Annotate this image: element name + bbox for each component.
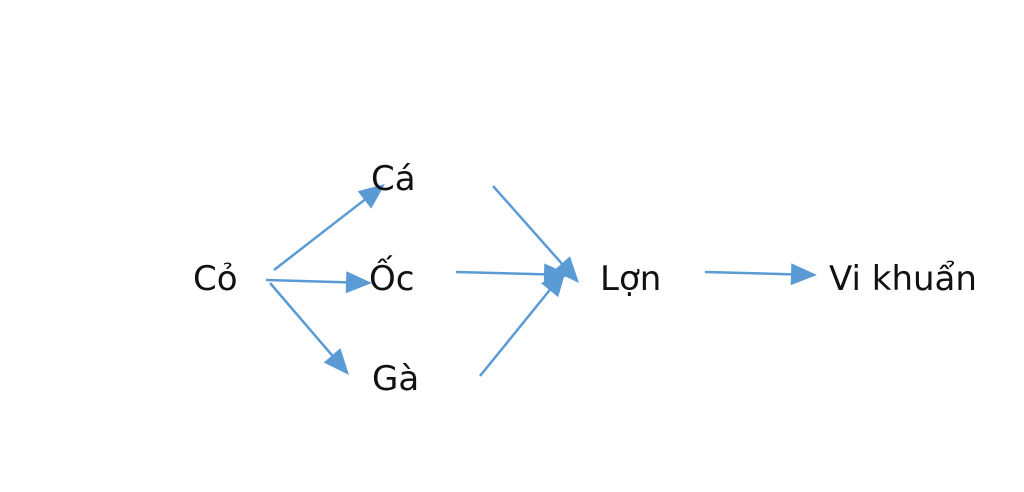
arrow-co-ca-head	[357, 184, 385, 209]
node-co: Cỏ	[193, 259, 238, 299]
arrow-ca-lon	[492, 185, 579, 283]
arrow-ga-lon	[479, 270, 566, 377]
arrow-co-ga-head	[323, 348, 349, 375]
node-oc: Ốc	[369, 259, 415, 299]
arrow-lon-vk	[704, 263, 817, 286]
node-lon: Lợn	[600, 259, 662, 299]
node-ga: Gà	[372, 359, 420, 399]
arrow-co-ca-shaft	[273, 197, 367, 271]
arrow-oc-lon-shaft	[455, 270, 547, 276]
arrow-co-ga	[269, 282, 349, 375]
arrow-co-oc	[265, 271, 372, 294]
arrow-lon-vk-head	[790, 263, 817, 286]
arrow-lon-vk-shaft	[704, 270, 794, 276]
arrow-co-oc-shaft	[265, 278, 349, 284]
arrow-ga-lon-head	[541, 270, 566, 298]
arrow-ca-lon-shaft	[492, 185, 565, 266]
arrow-ca-lon-head	[553, 256, 579, 283]
arrow-ga-lon-shaft	[479, 287, 552, 377]
arrow-co-ga-shaft	[269, 282, 335, 358]
node-vi-khuan: Vi khuẩn	[829, 259, 977, 299]
node-ca: Cá	[371, 159, 416, 199]
arrow-co-ca	[273, 184, 385, 271]
arrow-co-oc-head	[345, 271, 372, 294]
